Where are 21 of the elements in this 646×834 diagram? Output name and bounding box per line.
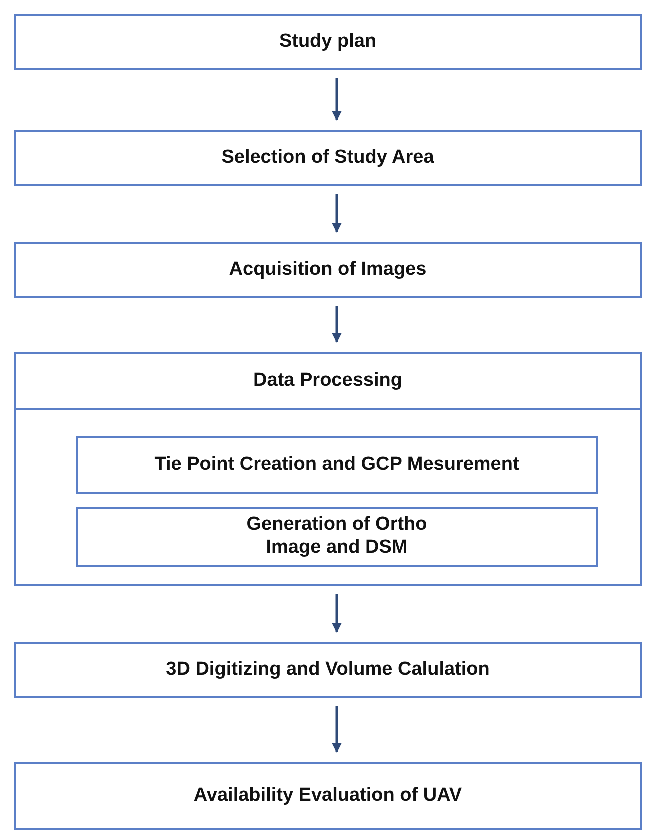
box-label: Study plan [279, 30, 377, 54]
process-box [14, 642, 642, 698]
process-box [76, 436, 598, 494]
process-box [14, 762, 642, 830]
process-box [14, 352, 642, 586]
arrow [332, 706, 342, 753]
box-label: Generation of Ortho Image and DSM [246, 514, 428, 560]
arrow [332, 78, 342, 121]
box-label: 3D Digitizing and Volume Calulation [166, 658, 490, 682]
arrow [332, 306, 342, 343]
arrow [332, 594, 342, 633]
box-label: Selection of Study Area [222, 146, 434, 170]
process-box [76, 507, 598, 567]
arrow [332, 194, 342, 233]
process-box [14, 130, 642, 186]
box-label: Tie Point Creation and GCP Mesurement [154, 454, 520, 476]
box-label: Availability Evaluation of UAV [194, 784, 462, 808]
process-box [14, 14, 642, 70]
process-box [14, 242, 642, 298]
box-label: Acquisition of Images [229, 258, 427, 282]
box-label: Data Processing [254, 370, 402, 392]
